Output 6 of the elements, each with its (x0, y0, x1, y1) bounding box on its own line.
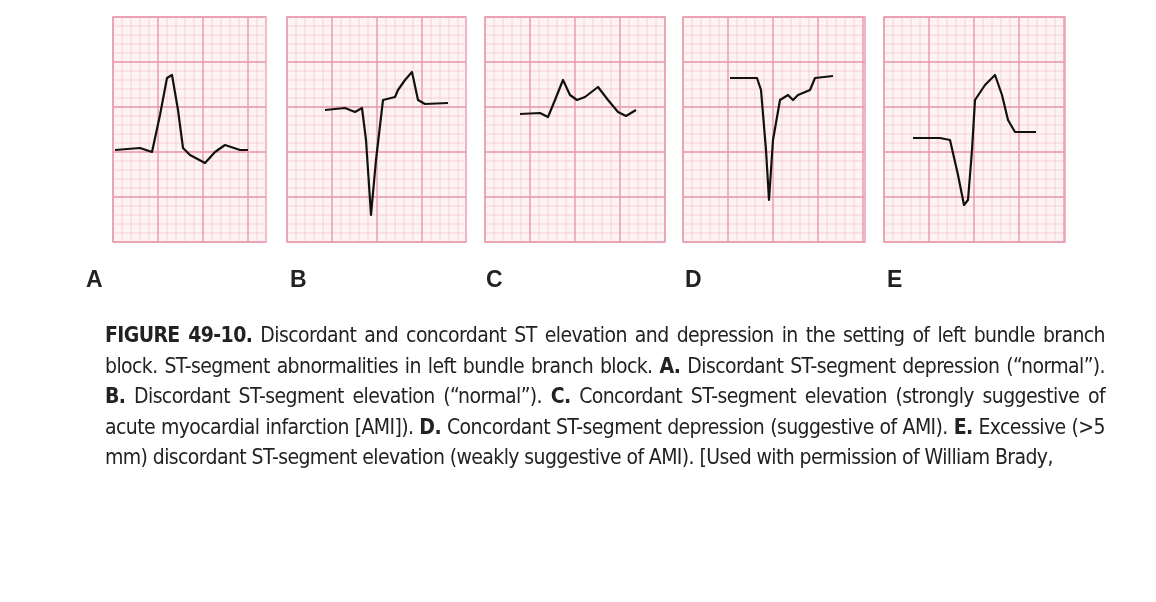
panel-letter: E (887, 266, 903, 293)
figure-caption: FIGURE 49-10. Discordant and concordant ST elevation and depression in the setting of left bundle branch block. ST-segment abnormalities in left bundle branch block. A. Discordant ST-segment depression (“normal”). B. Discordant ST-segment elevation (“normal”). C. Concordant ST-segment elevation (strongly suggestive of acute myocardial infarction [AMI]). D. Concordant ST-segment depression (suggestive of AMI). E. Excessive (>5 mm) discordant ST-segment elevation (weakly suggestive of AMI). [Used with permission of William Brady, (105, 322, 1105, 471)
panel-letter: D (685, 266, 702, 293)
panel-letter: B (290, 266, 307, 293)
panel-letter: C (486, 266, 503, 293)
panel-letter: A (86, 266, 103, 293)
